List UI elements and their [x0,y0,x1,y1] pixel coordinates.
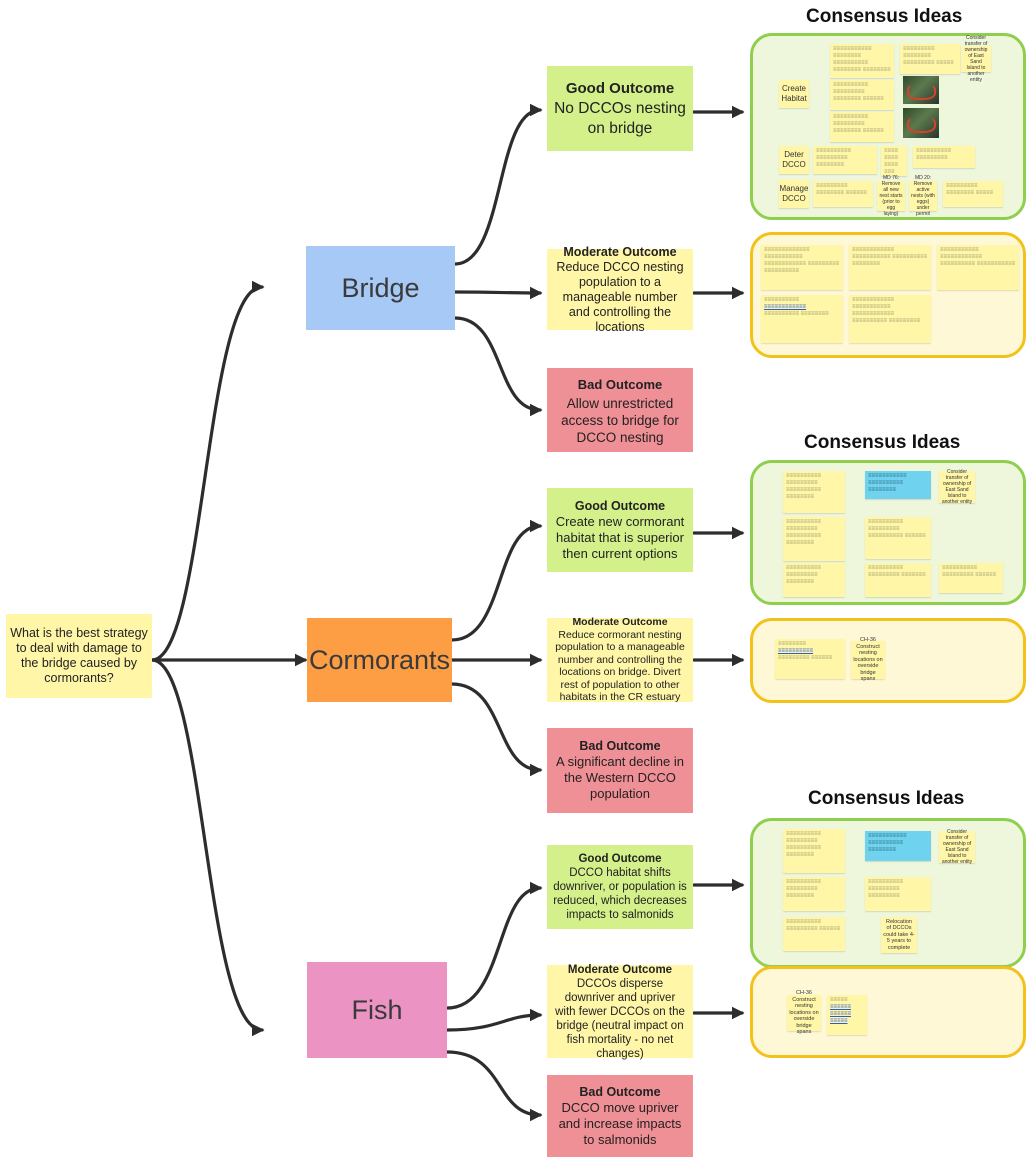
link-bridge-bad [453,316,543,417]
link-root-bridge [150,280,265,662]
fish-moderate-panel: CH-36 Construct nesting locations on ove… [750,966,1026,1058]
category-bridge-label: Bridge [341,272,420,303]
transfer-ownership-note: Consider transfer of ownership of East S… [939,829,975,865]
bridge-photo [903,108,939,138]
consensus-header-bridge: Consensus Ideas [806,6,963,27]
link-fish-bad [445,1050,543,1122]
outcome-text: Reduce cormorant nesting population to a… [555,628,685,704]
small-note: ≡≡≡≡≡≡≡≡≡≡≡≡≡ ≡≡≡≡≡≡≡≡≡≡≡ ≡≡≡≡≡≡≡≡≡≡≡≡ ≡… [761,245,843,290]
fish-moderate-outcome: Moderate Outcome DCCOs disperse downrive… [547,963,693,1060]
outcome-heading: Moderate Outcome [567,963,673,976]
small-note: ≡≡≡≡≡≡≡≡≡≡ ≡≡≡≡≡≡≡≡≡ ≡≡≡≡≡≡≡ [865,563,931,597]
fish-bad-outcome: Bad Outcome DCCO move upriver and increa… [547,1075,693,1157]
small-note: ≡≡≡≡≡≡≡≡≡≡ ≡≡≡≡≡≡≡≡≡ ≡≡≡≡≡≡≡≡ [783,563,845,597]
category-bridge: Bridge [306,246,455,330]
create-habitat-note: Create Habitat [779,80,809,108]
link-cormorants-bad [450,682,543,777]
outcome-text: DCCO move upriver and increase impacts t… [558,1099,682,1147]
fish-good-outcome: Good Outcome DCCO habitat shifts downriv… [547,845,693,929]
category-cormorants-label: Cormorants [308,644,451,675]
small-note: ≡≡≡≡≡≡≡≡≡ ≡≡≡≡≡≡≡≡ ≡≡≡≡≡ [943,181,1003,207]
fish-consensus-panel: ≡≡≡≡≡≡≡≡≡≡ ≡≡≡≡≡≡≡≡≡ ≡≡≡≡≡≡≡≡≡≡ ≡≡≡≡≡≡≡≡… [750,818,1026,968]
cormorants-moderate-panel: ≡≡≡≡≡≡≡≡ ≡≡≡≡≡≡≡≡≡≡ ≡≡≡≡≡≡≡≡≡ ≡≡≡≡≡≡ CH-… [750,618,1026,703]
cormorants-moderate-outcome: Moderate Outcome Reduce cormorant nestin… [547,616,693,704]
bridge-moderate-outcome: Moderate Outcome Reduce DCCO nesting pop… [547,245,693,334]
link-cormorants-good [450,519,543,642]
outcome-heading: Good Outcome [578,853,662,865]
small-note: ≡≡≡≡≡≡≡≡≡≡ ≡≡≡≡≡≡≡≡≡ [913,146,975,168]
outcome-heading: Good Outcome [565,79,675,97]
bridge-moderate-panel: ≡≡≡≡≡≡≡≡≡≡≡≡≡ ≡≡≡≡≡≡≡≡≡≡≡ ≡≡≡≡≡≡≡≡≡≡≡≡ ≡… [750,232,1026,358]
category-fish: Fish [307,962,447,1058]
small-note: ≡≡≡≡≡≡≡≡≡≡ ≡≡≡≡≡≡≡≡≡ ≡≡≡≡≡≡≡≡ [813,146,877,174]
link-bridge-moderate [453,286,543,300]
small-note: ≡≡≡≡≡≡≡≡≡≡ ≡≡≡≡≡≡≡≡≡≡≡≡ ≡≡≡≡≡≡≡≡≡≡ ≡≡≡≡≡… [761,295,843,343]
md76-note: MD 76: Remove all new nest starts (prior… [877,175,905,217]
cormorants-consensus-panel: ≡≡≡≡≡≡≡≡≡≡ ≡≡≡≡≡≡≡≡≡ ≡≡≡≡≡≡≡≡≡≡ ≡≡≡≡≡≡≡≡… [750,460,1026,605]
small-note: ≡≡≡≡≡≡≡≡≡≡ ≡≡≡≡≡≡≡≡≡ ≡≡≡≡≡≡≡≡ [783,877,845,911]
small-note: ≡≡≡≡≡≡≡≡≡≡ ≡≡≡≡≡≡≡≡≡ ≡≡≡≡≡≡≡≡≡≡ ≡≡≡≡≡≡ [865,517,931,559]
ch36-note: CH-36 Construct nesting locations on ove… [851,637,885,682]
relocation-note: Relocation of DCCOs could take 4-5 years… [881,917,917,953]
small-note: ≡≡≡≡≡≡≡≡≡≡ ≡≡≡≡≡≡≡≡≡ ≡≡≡≡≡≡≡≡ ≡≡≡≡≡≡ [830,112,894,142]
transfer-ownership-note: Consider transfer of ownership of East S… [961,35,991,83]
small-note: ≡≡≡≡≡≡≡≡≡≡≡ ≡≡≡≡≡≡≡≡≡≡≡≡ ≡≡≡≡≡≡≡≡≡≡ ≡≡≡≡… [937,245,1019,290]
md20-note: MD 20: Remove active nests (with eggs) u… [909,175,937,217]
highlight-note: ≡≡≡≡≡≡≡≡≡≡≡ ≡≡≡≡≡≡≡≡≡≡ ≡≡≡≡≡≡≡≡ [865,831,931,861]
small-note: ≡≡≡≡≡≡≡≡≡≡ ≡≡≡≡≡≡≡≡≡ ≡≡≡≡≡≡≡≡ ≡≡≡≡≡≡ [830,80,894,110]
small-note: ≡≡≡≡≡≡≡≡≡≡≡≡ ≡≡≡≡≡≡≡≡≡≡≡ ≡≡≡≡≡≡≡≡≡≡≡≡ ≡≡… [849,295,931,343]
outcome-text: No DCCOs nesting on bridge [554,99,686,137]
highlight-note: ≡≡≡≡≡≡≡≡≡≡≡ ≡≡≡≡≡≡≡≡≡≡ ≡≡≡≡≡≡≡≡ [865,471,931,499]
category-cormorants: Cormorants [307,618,452,702]
bridge-bad-outcome: Bad Outcome Allow unrestricted access to… [547,368,693,452]
bridge-good-outcome: Good Outcome No DCCOs nesting on bridge [547,66,693,151]
bridge-photo [903,76,939,104]
root-question: What is the best strategy to deal with d… [6,614,152,698]
outcome-text: Create new cormorant habitat that is sup… [555,513,685,561]
transfer-ownership-note: Consider transfer of ownership of East S… [939,469,975,505]
category-fish-label: Fish [351,994,403,1025]
outcome-heading: Good Outcome [574,498,666,513]
outcome-heading: Moderate Outcome [572,616,668,629]
small-note: ≡≡≡≡≡≡≡≡≡≡ ≡≡≡≡≡≡≡≡≡ ≡≡≡≡≡≡≡≡≡≡ ≡≡≡≡≡≡≡≡ [783,471,845,513]
link-root-fish [150,658,265,1037]
small-note: ≡≡≡≡≡≡≡≡≡≡ ≡≡≡≡≡≡≡≡≡ ≡≡≡≡≡≡ [939,563,1003,593]
deter-dcco-note: Deter DCCO [779,146,809,174]
link-bridge-good [453,103,543,266]
bridge-consensus-panel: Create Habitat Deter DCCO Manage DCCO ≡≡… [750,33,1026,220]
outcome-heading: Moderate Outcome [563,244,677,259]
small-note: ≡≡≡≡≡≡≡≡≡≡ ≡≡≡≡≡≡≡≡≡ ≡≡≡≡≡≡≡≡≡≡ ≡≡≡≡≡≡≡≡ [783,829,845,873]
ch36-fish-note: CH-36 Construct nesting locations on ove… [787,990,821,1035]
small-note: ≡≡≡≡≡≡≡≡≡≡ ≡≡≡≡≡≡≡≡≡ ≡≡≡≡≡≡ [783,917,845,951]
outcome-text: Reduce DCCO nesting population to a mana… [556,259,684,334]
link-fish-good [445,881,543,1010]
outcome-text: A significant decline in the Western DCC… [556,754,684,801]
outcome-heading: Bad Outcome [577,376,663,392]
small-note: ≡≡≡≡≡≡≡≡ ≡≡≡≡≡≡≡≡≡≡ ≡≡≡≡≡≡≡≡≡ ≡≡≡≡≡≡ [775,639,845,679]
root-question-text: What is the best strategy to deal with d… [10,626,148,685]
outcome-text: Allow unrestricted access to bridge for … [561,395,679,445]
consensus-header-fish: Consensus Ideas [808,788,965,809]
small-note: ≡≡≡≡≡≡≡≡≡ ≡≡≡≡≡≡≡≡ ≡≡≡≡≡≡≡≡≡ ≡≡≡≡≡ [900,44,960,74]
consensus-header-cormorants: Consensus Ideas [804,432,961,453]
small-note: ≡≡≡≡≡ ≡≡≡≡≡≡ ≡≡≡≡≡≡ ≡≡≡≡≡ [827,995,867,1035]
manage-dcco-note: Manage DCCO [779,180,809,208]
small-note: ≡≡≡≡≡≡≡≡≡≡≡≡ ≡≡≡≡≡≡≡≡≡≡≡ ≡≡≡≡≡≡≡≡≡≡ ≡≡≡≡… [849,245,931,290]
outcome-heading: Bad Outcome [579,1084,661,1099]
link-fish-moderate [445,1008,543,1032]
small-note: ≡≡≡≡ ≡≡≡≡ ≡≡≡≡ ≡≡≡ [881,146,907,176]
outcome-heading: Bad Outcome [579,739,661,753]
small-note: ≡≡≡≡≡≡≡≡≡≡ ≡≡≡≡≡≡≡≡≡ ≡≡≡≡≡≡≡≡≡ [865,877,931,911]
cormorants-good-outcome: Good Outcome Create new cormorant habita… [547,488,693,572]
outcome-text: DCCO habitat shifts downriver, or popula… [553,867,687,921]
outcome-text: DCCOs disperse downriver and upriver wit… [555,977,685,1060]
cormorants-bad-outcome: Bad Outcome A significant decline in the… [547,728,693,813]
small-note: ≡≡≡≡≡≡≡≡≡≡≡ ≡≡≡≡≡≡≡≡ ≡≡≡≡≡≡≡≡≡≡ ≡≡≡≡≡≡≡≡… [830,44,894,78]
small-note: ≡≡≡≡≡≡≡≡≡ ≡≡≡≡≡≡≡≡ ≡≡≡≡≡≡ [813,181,873,207]
small-note: ≡≡≡≡≡≡≡≡≡≡ ≡≡≡≡≡≡≡≡≡ ≡≡≡≡≡≡≡≡≡≡ ≡≡≡≡≡≡≡≡ [783,517,845,561]
